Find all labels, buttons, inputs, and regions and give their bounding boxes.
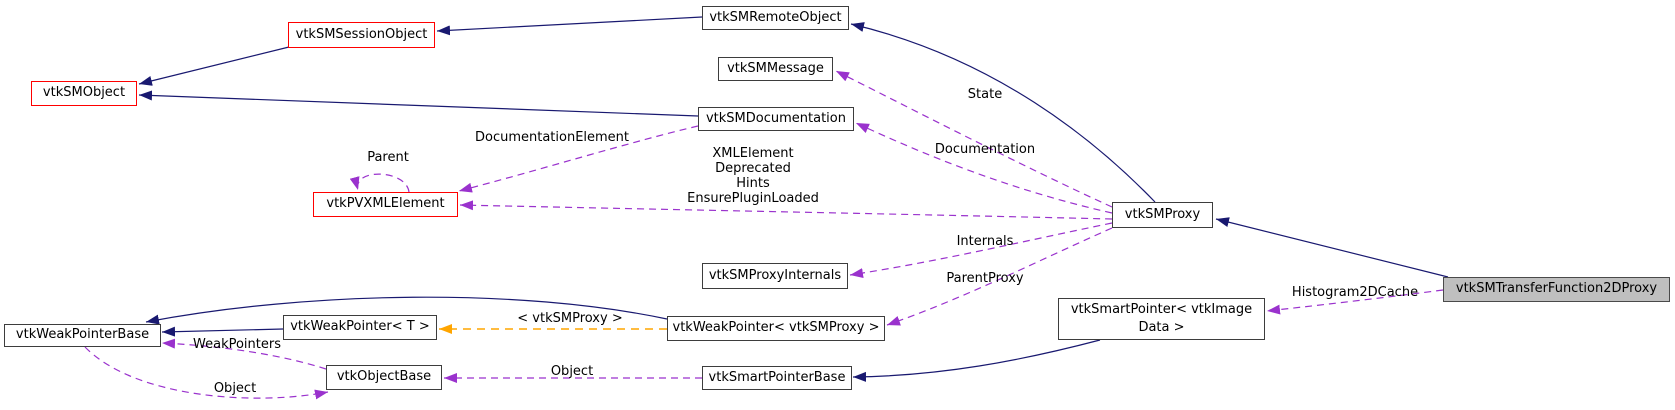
edge-inherit-smartpointerimage-to-smartpointerbase: [852, 339, 1101, 382]
edge-label-template-arg: < vtkSMProxy >: [517, 311, 623, 326]
edge-label-documentation: Documentation: [934, 142, 1036, 157]
node-vtksmproxy[interactable]: vtkSMProxy: [1112, 202, 1213, 228]
node-vtkobjectbase[interactable]: vtkObjectBase: [326, 365, 442, 390]
edge-usage-parentproxy: [886, 227, 1113, 326]
edge-label-internals: Internals: [956, 234, 1014, 249]
edge-label-line: Deprecated: [715, 161, 791, 176]
edge-label-parent: Parent: [367, 150, 409, 165]
edge-usage-state: [835, 70, 1113, 208]
node-vtksmobject[interactable]: vtkSMObject: [31, 81, 137, 106]
edge-inherit-weakpointerproxy-to-weakpointerbase: [145, 296, 668, 325]
node-vtksmremoteobject[interactable]: vtkSMRemoteObject: [702, 6, 849, 30]
edge-label-xmlelement-block: XMLElement Deprecated Hints EnsurePlugin…: [687, 146, 819, 206]
edge-label-line: Hints: [736, 176, 770, 191]
edge-label-object-left: Object: [213, 381, 257, 396]
edge-label-parentproxy: ParentProxy: [946, 271, 1024, 286]
edge-label-weakpointers: WeakPointers: [193, 337, 281, 352]
node-vtkweakpointerbase[interactable]: vtkWeakPointerBase: [4, 324, 161, 347]
edge-inherit-smproxy-to-remoteobject: [850, 22, 1156, 203]
node-vtksmproxyinternals[interactable]: vtkSMProxyInternals: [702, 263, 848, 289]
node-line: vtkSmartPointer< vtkImage: [1070, 301, 1253, 317]
edge-label-object-mid: Object: [550, 364, 594, 379]
edge-label-line: EnsurePluginLoaded: [687, 191, 819, 206]
edge-inherit-weakpointert-to-weakpointerbase: [161, 326, 284, 337]
edge-usage-documentation: [855, 122, 1113, 214]
edge-inherit-transferfunction2dproxy-to-smproxy: [1215, 217, 1449, 278]
node-vtkpvxmlelement[interactable]: vtkPVXMLElement: [313, 192, 458, 217]
edge-label-line: XMLElement: [712, 146, 794, 161]
edge-inherit-remoteobject-to-sessionobject: [436, 16, 703, 36]
edge-label-histogram2dcache: Histogram2DCache: [1291, 285, 1419, 300]
node-vtksmdocumentation[interactable]: vtkSMDocumentation: [698, 107, 854, 131]
edge-inherit-documentation-to-smobject: [138, 90, 699, 117]
node-vtksmtransferfunction2dproxy: vtkSMTransferFunction2DProxy: [1443, 277, 1670, 302]
node-line: Data >: [1138, 320, 1185, 335]
edge-usage-internals: [849, 222, 1113, 278]
node-vtksmartpointerbase[interactable]: vtkSmartPointerBase: [702, 366, 852, 390]
edge-usage-histogram2dcache: [1266, 289, 1444, 315]
node-vtkweakpointer-vtksmproxy[interactable]: vtkWeakPointer< vtkSMProxy >: [667, 316, 885, 341]
edge-label-documentationelement: DocumentationElement: [474, 130, 630, 145]
node-vtksmartpointer-vtkimagedata[interactable]: vtkSmartPointer< vtkImage Data >: [1058, 298, 1265, 340]
node-vtksmsessionobject[interactable]: vtkSMSessionObject: [288, 22, 435, 48]
edge-usage-weakpointers: [161, 338, 327, 370]
edge-usage-parent-selfloop: [349, 173, 410, 193]
node-vtkweakpointer-t[interactable]: vtkWeakPointer< T >: [283, 315, 437, 340]
edge-label-state: State: [967, 87, 1003, 102]
edge-usage-xmlelement: [459, 200, 1113, 220]
edge-inherit-sessionobject-to-smobject: [138, 46, 290, 86]
edge-usage-object-left: [84, 346, 329, 400]
edge-usage-documentationelement: [458, 125, 699, 193]
node-vtksmmessage[interactable]: vtkSMMessage: [718, 57, 833, 81]
